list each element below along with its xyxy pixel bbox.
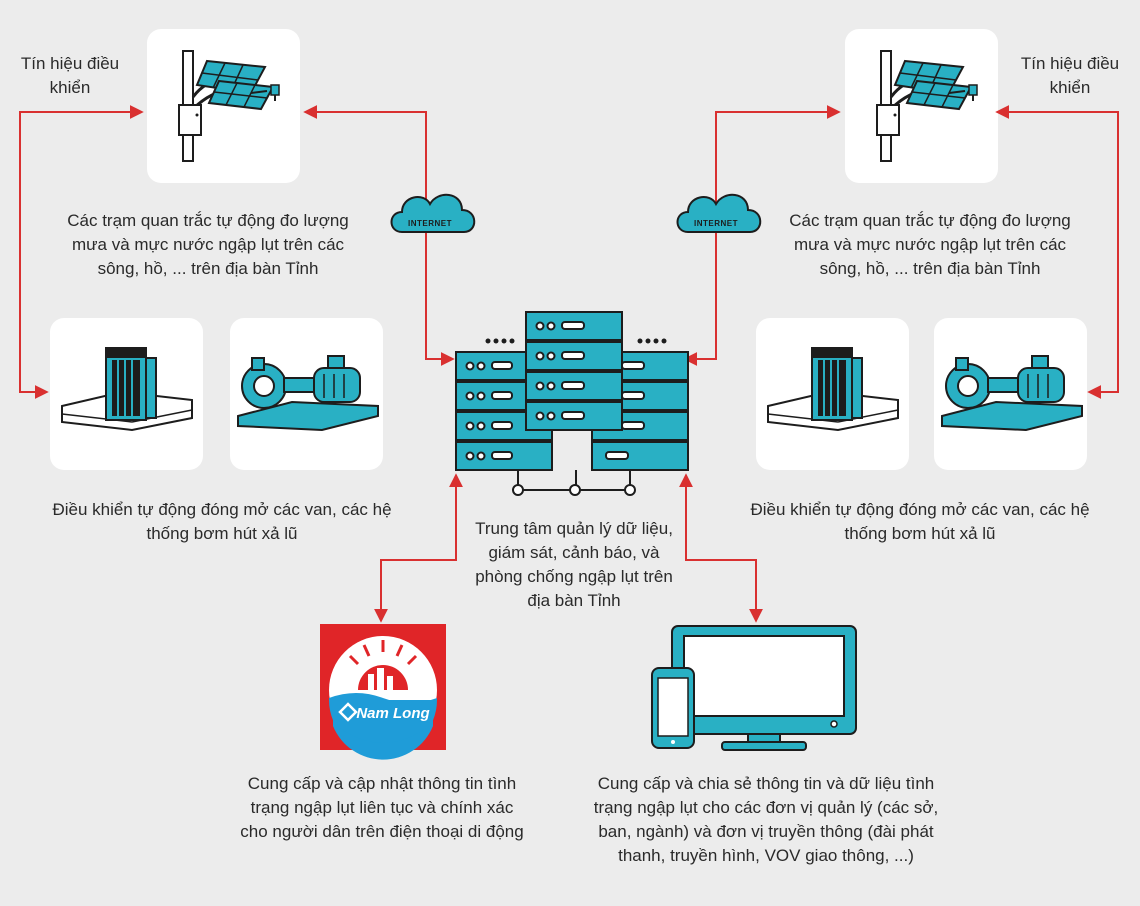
data-center-server-icon (455, 311, 689, 496)
sluice-gate-icon (61, 347, 193, 431)
auto-control-label-right: Điều khiển tự động đóng mở các van, các … (750, 500, 1090, 543)
control-signal-label-left: Tín hiệu điều khiển (20, 54, 120, 97)
connection-arrows (19, 105, 1119, 623)
auto-control-label-left: Điều khiển tự động đóng mở các van, các … (52, 500, 392, 543)
nam-long-app-icon: Nam Long (320, 624, 446, 760)
smartphone-icon (651, 667, 695, 749)
solar-station-icon (875, 49, 979, 163)
monitoring-stations-label-right: Các trạm quan trắc tự động đo lượng mưa … (789, 211, 1071, 278)
data-center-label: Trung tâm quản lý dữ liệu, giám sát, cản… (475, 519, 673, 610)
water-pump-icon (941, 355, 1083, 431)
water-pump-icon (237, 355, 379, 431)
sluice-gate-icon (767, 347, 899, 431)
mobile-info-label: Cung cấp và cập nhật thông tin tình trạn… (240, 774, 524, 841)
app-name-label: Nam Long (356, 705, 429, 722)
info-sharing-label: Cung cấp và chia sẻ thông tin và dữ liệu… (593, 774, 939, 865)
internet-cloud-left: INTERNET (390, 193, 476, 233)
monitor-icon (671, 625, 857, 751)
solar-station-card-left (147, 29, 300, 183)
internet-label: INTERNET (408, 219, 452, 228)
internet-label: INTERNET (694, 219, 738, 228)
internet-cloud-right: INTERNET (676, 193, 762, 233)
solar-station-icon (177, 49, 281, 163)
solar-station-card-right (845, 29, 998, 183)
control-signal-label-right: Tín hiệu điều khiển (1020, 54, 1120, 97)
monitoring-stations-label-left: Các trạm quan trắc tự động đo lượng mưa … (67, 211, 349, 278)
